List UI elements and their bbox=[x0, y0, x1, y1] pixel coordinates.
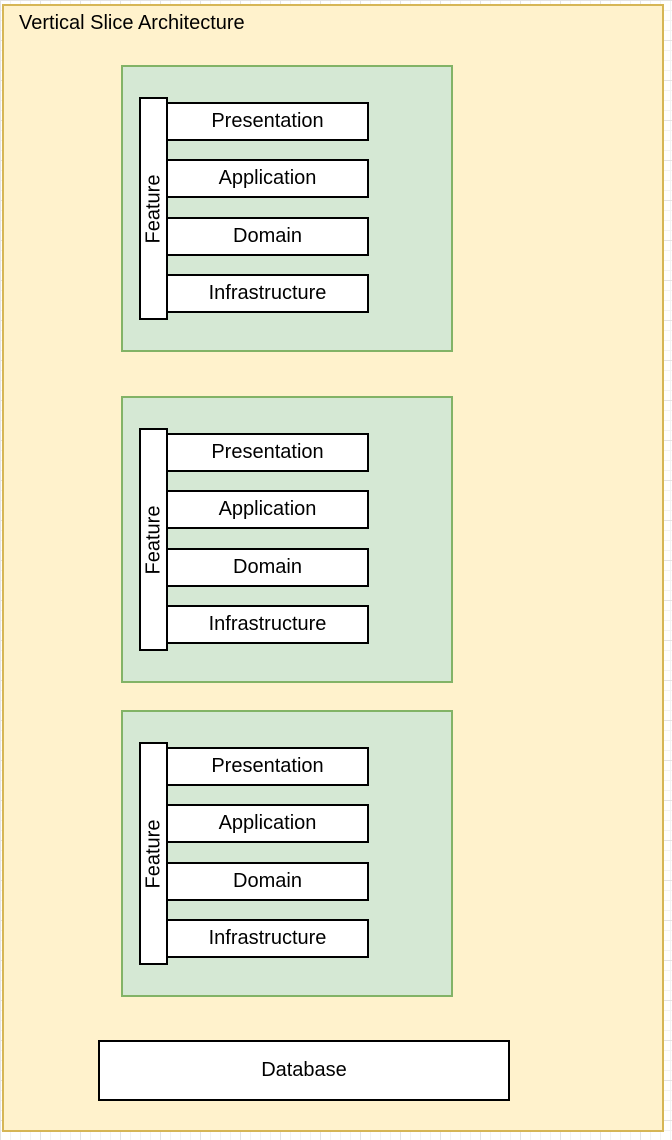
feature-box: Feature bbox=[139, 97, 168, 320]
layer-box-infrastructure: Infrastructure bbox=[166, 919, 369, 958]
feature-label: Feature bbox=[142, 819, 165, 888]
layer-label: Domain bbox=[233, 225, 302, 247]
layer-box-infrastructure: Infrastructure bbox=[166, 274, 369, 313]
layer-label: Application bbox=[218, 167, 317, 189]
layer-box-domain: Domain bbox=[166, 217, 369, 256]
feature-slice-1: Feature Presentation Application Domain … bbox=[121, 65, 453, 352]
layer-label: Application bbox=[218, 812, 317, 834]
feature-slice-2: Feature Presentation Application Domain … bbox=[121, 396, 453, 683]
database-label: Database bbox=[261, 1059, 347, 1081]
layer-box-presentation: Presentation bbox=[166, 433, 369, 472]
feature-label: Feature bbox=[142, 174, 165, 243]
architecture-container: Vertical Slice Architecture Feature Pres… bbox=[2, 4, 664, 1132]
layer-box-presentation: Presentation bbox=[166, 102, 369, 141]
layer-label: Presentation bbox=[211, 110, 324, 132]
layer-label: Presentation bbox=[211, 441, 324, 463]
layer-label: Domain bbox=[233, 870, 302, 892]
layer-label: Presentation bbox=[211, 755, 324, 777]
layer-label: Infrastructure bbox=[208, 613, 327, 635]
layer-box-infrastructure: Infrastructure bbox=[166, 605, 369, 644]
layer-box-application: Application bbox=[166, 804, 369, 843]
layer-box-application: Application bbox=[166, 490, 369, 529]
database-box: Database bbox=[98, 1040, 510, 1101]
feature-label: Feature bbox=[142, 505, 165, 574]
diagram-title: Vertical Slice Architecture bbox=[19, 12, 245, 34]
layer-box-presentation: Presentation bbox=[166, 747, 369, 786]
feature-box: Feature bbox=[139, 742, 168, 965]
layer-box-domain: Domain bbox=[166, 548, 369, 587]
layer-label: Domain bbox=[233, 556, 302, 578]
layer-label: Infrastructure bbox=[208, 927, 327, 949]
layer-box-application: Application bbox=[166, 159, 369, 198]
feature-box: Feature bbox=[139, 428, 168, 651]
layer-box-domain: Domain bbox=[166, 862, 369, 901]
layer-label: Infrastructure bbox=[208, 282, 327, 304]
layer-label: Application bbox=[218, 498, 317, 520]
feature-slice-3: Feature Presentation Application Domain … bbox=[121, 710, 453, 997]
